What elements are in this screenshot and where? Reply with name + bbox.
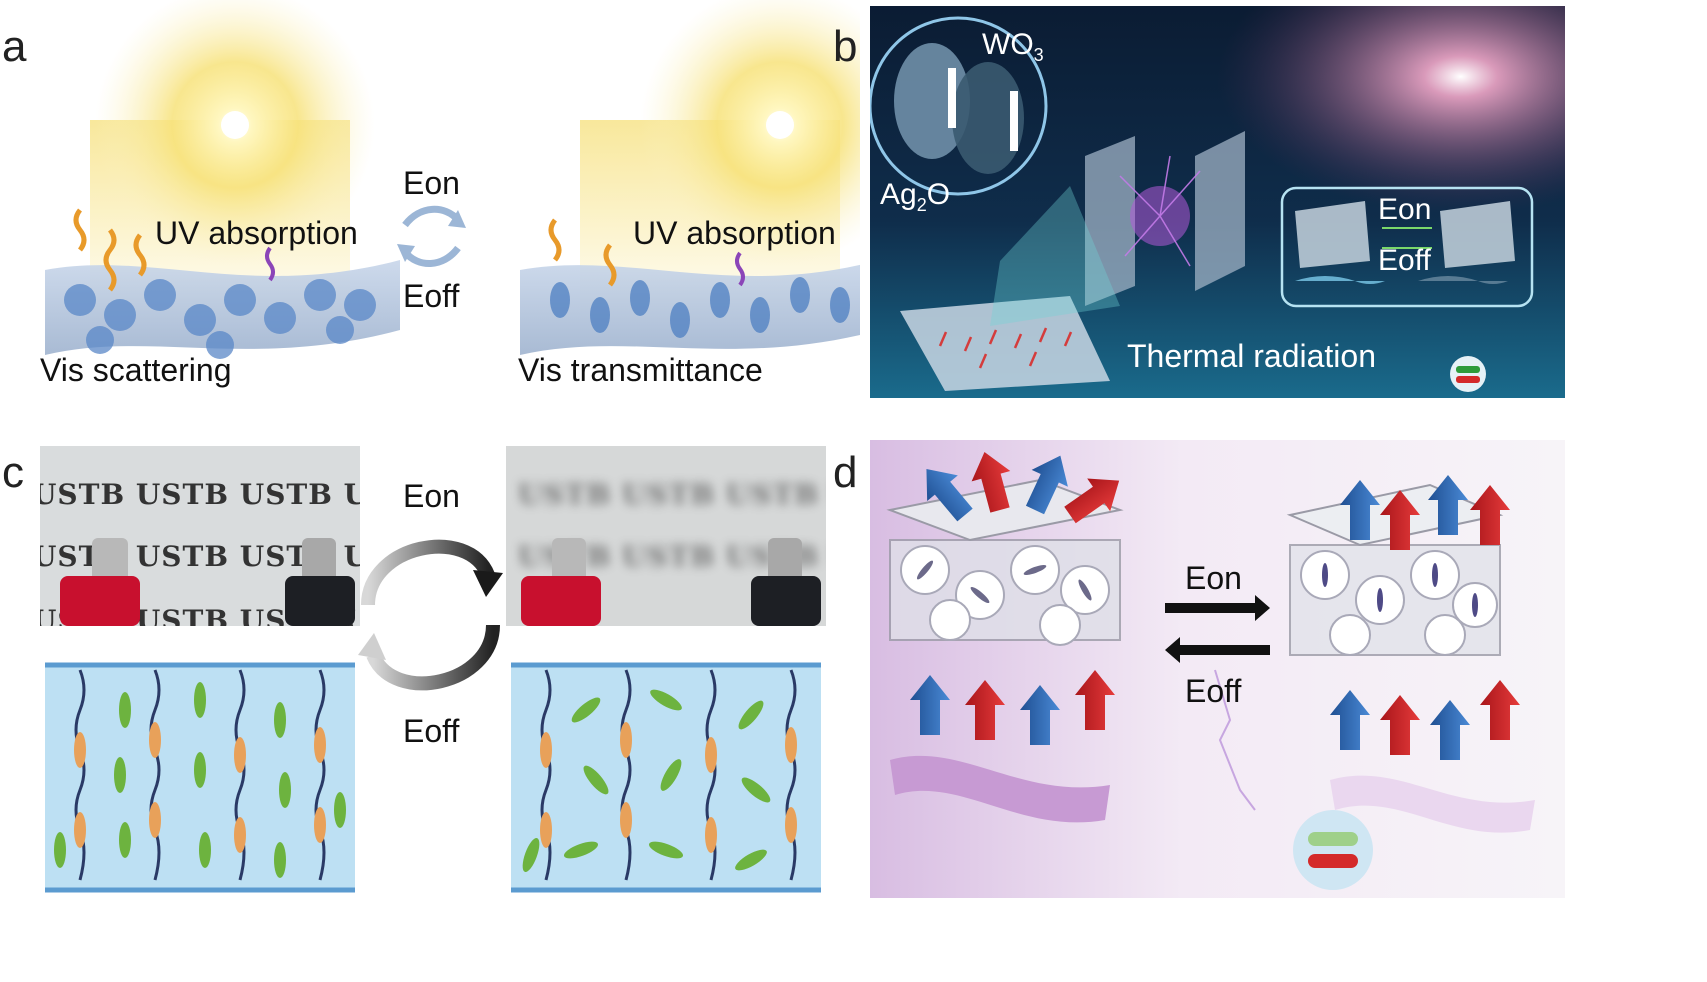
eon-label-a: Eon [403, 165, 460, 201]
panel-a-graphic [45, 0, 860, 359]
electrode-right [1195, 131, 1245, 291]
cycle-arrow-bottom [402, 245, 461, 267]
cycle-arrows-c [358, 539, 503, 691]
photo-eoff-scattering: USTB USTB USTB U USTB USTB USTB U [506, 446, 826, 626]
eon-label-c: Eon [403, 478, 460, 514]
switch-toggle-icon [1450, 356, 1486, 392]
vis-scattering-label: Vis scattering [40, 352, 232, 388]
film-right [520, 264, 860, 355]
photo-eon-transparent: USTB USTB USTB U USTB USTB USTB U USTB U… [40, 446, 360, 626]
panel-d-graphic [870, 440, 1565, 898]
schematic-random-lc [511, 662, 821, 893]
eon-label-b: Eon [1378, 193, 1432, 226]
ustb-row-blurred-1: USTB USTB USTB U [518, 478, 826, 511]
eon-arrow [1165, 595, 1270, 621]
panel-a-label: a [2, 22, 27, 71]
inset-switch-box [1280, 186, 1534, 308]
eoff-label-c: Eoff [403, 713, 460, 749]
panel-d-label: d [833, 448, 858, 497]
eoff-arrow [1165, 637, 1270, 663]
eoff-label-a: Eoff [403, 278, 460, 314]
sun-right-icon [640, 0, 860, 265]
wo3-label: WO3 [982, 28, 1044, 65]
schematic-aligned-lc [45, 662, 355, 893]
panel-b-graphic [870, 6, 1565, 398]
eoff-label-d: Eoff [1185, 673, 1242, 709]
thermal-film [900, 296, 1110, 391]
eoff-label-b: Eoff [1378, 244, 1431, 277]
cycle-arrow-top [402, 205, 461, 228]
eon-label-d: Eon [1185, 560, 1242, 596]
ag2o-label: Ag2O [880, 178, 951, 215]
film-ribbon-right [1330, 775, 1535, 833]
thermal-radiation-label: Thermal radiation [1127, 338, 1376, 374]
panel-b-label: b [833, 22, 858, 71]
uv-absorption-right-label: UV absorption [633, 215, 836, 251]
film-ribbon-left [890, 755, 1110, 823]
uv-absorption-left-label: UV absorption [155, 215, 358, 251]
vis-transmittance-label: Vis transmittance [518, 352, 763, 388]
ustb-row-1: USTB USTB USTB U [40, 478, 360, 511]
panel-c-label: c [2, 448, 24, 497]
band-diagram-circle [870, 16, 1048, 196]
switch-toggle-icon-d [1293, 810, 1373, 890]
